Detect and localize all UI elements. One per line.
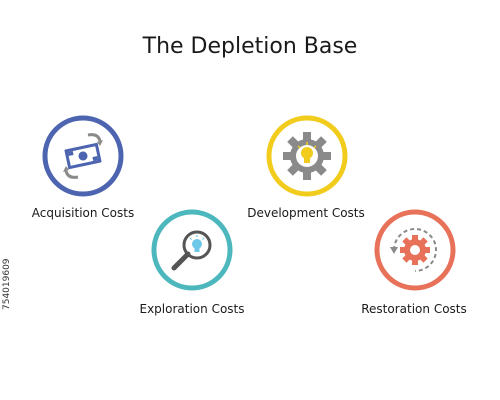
gear-lightbulb-icon [283,132,331,180]
acquisition-node [40,113,126,199]
restoration-ring [374,209,456,291]
exploration-costs-label: Exploration Costs [139,302,245,316]
magnifier-lightbulb-icon [171,230,212,271]
development-costs-label: Development Costs [247,206,365,220]
diagram-title: The Depletion Base [142,34,358,59]
restoration-node [372,207,458,293]
stock-id-watermark: 754019609 [2,258,12,310]
exploration-ring [151,209,233,291]
exploration-node [149,207,235,293]
acquisition-ring [42,115,124,197]
acquisition-costs-label: Acquisition Costs [31,206,135,220]
restoration-costs-label: Restoration Costs [361,302,467,316]
money-exchange-icon [63,133,103,179]
development-ring [266,115,348,197]
development-node [264,113,350,199]
